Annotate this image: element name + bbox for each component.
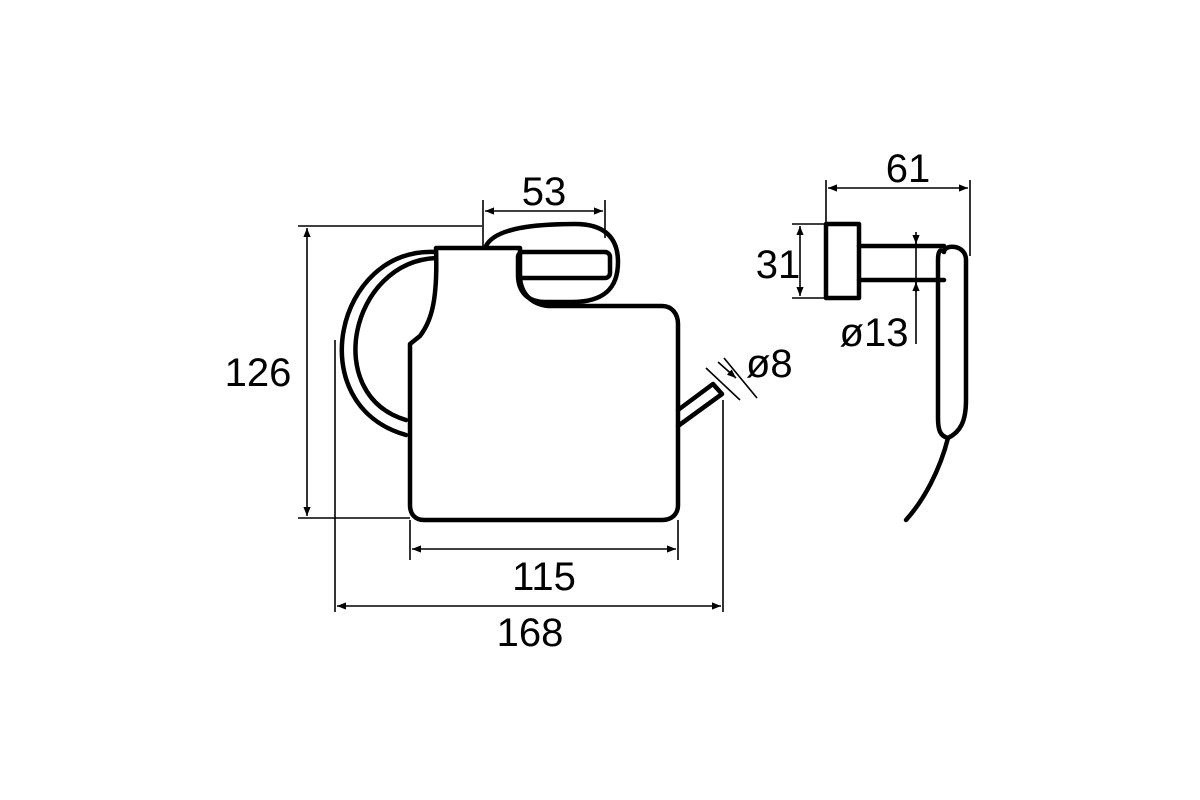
flange-bar <box>515 249 613 281</box>
dim-label-115: 115 <box>512 555 576 599</box>
dim-label-d8: ø8 <box>746 342 793 386</box>
dim-label-d13: ø13 <box>840 311 909 355</box>
front-view <box>339 221 725 523</box>
holder-arm <box>339 249 439 438</box>
dim-label-53: 53 <box>522 170 567 214</box>
cover-plate <box>407 245 681 523</box>
side-cover <box>935 244 969 441</box>
side-dimensions: 61 31 ø13 <box>756 147 971 355</box>
side-flange <box>823 221 862 301</box>
dim-label-168: 168 <box>497 611 564 655</box>
wall-flange <box>483 221 621 305</box>
side-view <box>823 221 969 523</box>
dim-label-126: 126 <box>225 351 292 395</box>
dim-line-d8 <box>705 367 741 401</box>
roll-rod <box>675 381 725 429</box>
dim-label-61: 61 <box>886 147 931 191</box>
front-dimensions: 53 126 115 168 ø8 <box>225 170 793 655</box>
side-hook <box>903 435 951 523</box>
dim-label-31: 31 <box>756 243 801 287</box>
